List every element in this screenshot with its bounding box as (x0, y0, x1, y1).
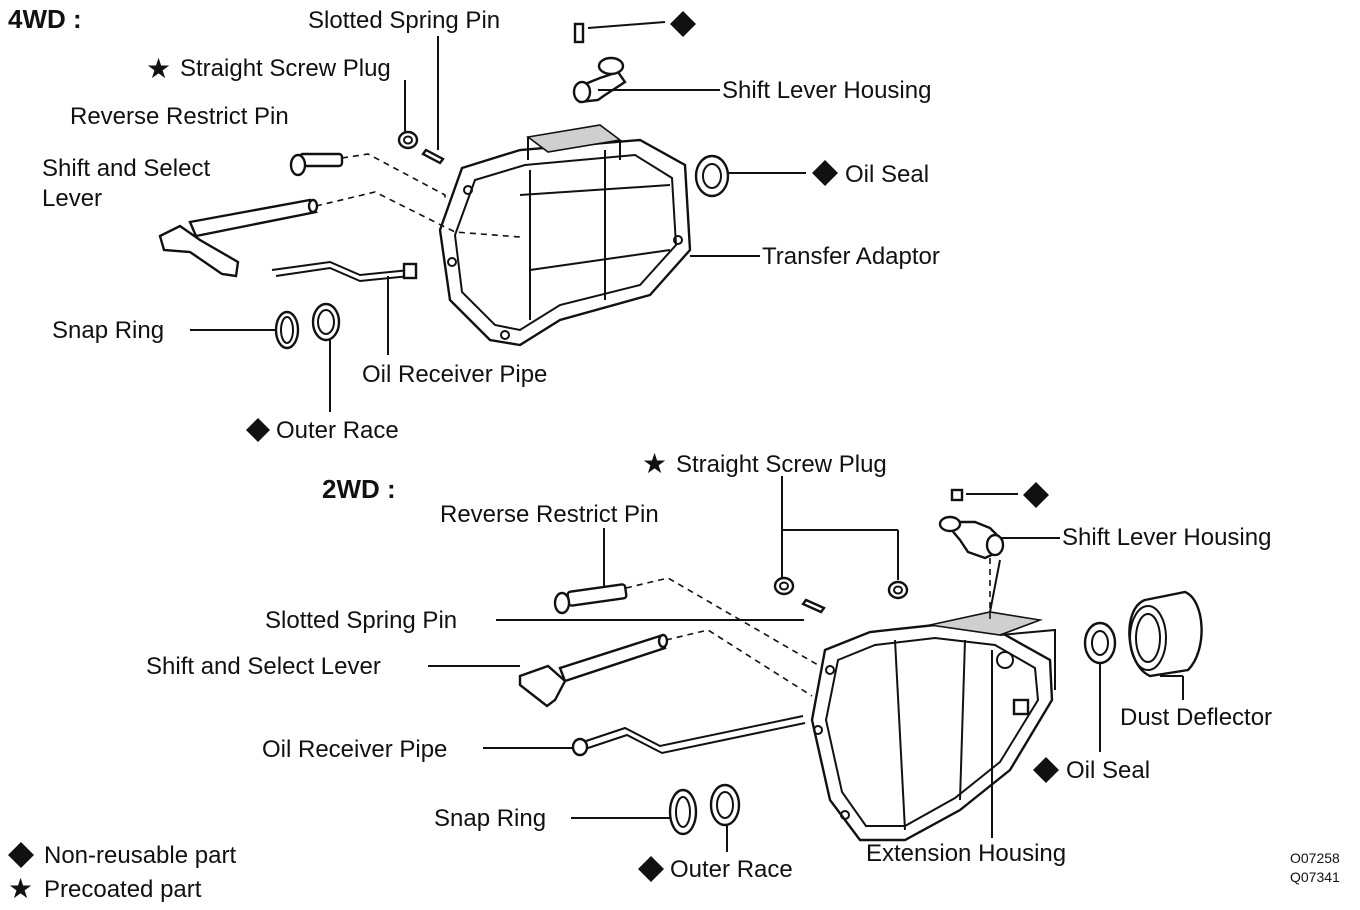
legend-non-reusable: Non-reusable part (44, 842, 236, 869)
label-4wd-shift-select-lever-line1: Shift and Select (42, 155, 210, 182)
label-2wd-shift-select-lever: Shift and Select Lever (146, 653, 381, 680)
label-2wd-dust-deflector: Dust Deflector (1120, 704, 1272, 731)
slotted-spring-pin-4wd-part (421, 148, 445, 165)
transfer-adaptor-part (438, 124, 692, 347)
nonreusable-diamond-2wd-oil-seal (1033, 757, 1059, 783)
figure-code-1: O07258 (1290, 850, 1340, 866)
label-4wd-snap-ring: Snap Ring (52, 317, 164, 344)
nonreusable-diamond-2wd-outer-race (638, 856, 664, 882)
dust-deflector-part (1128, 590, 1203, 678)
section-title-2wd: 2WD : (322, 474, 396, 504)
precoated-star-4wd: ★ (146, 52, 171, 85)
figure-code-2: Q07341 (1290, 869, 1340, 885)
label-4wd-oil-receiver-pipe: Oil Receiver Pipe (362, 361, 547, 388)
label-4wd-transfer-adaptor: Transfer Adaptor (762, 243, 940, 270)
label-4wd-shift-select-lever-line2: Lever (42, 185, 102, 212)
shift-lever-housing-2wd-part (938, 488, 1005, 560)
label-4wd-outer-race: Outer Race (276, 417, 399, 444)
section-title-4wd: 4WD : (8, 4, 82, 34)
label-4wd-slotted-spring-pin: Slotted Spring Pin (308, 7, 500, 34)
reverse-restrict-pin-2wd-part (553, 583, 628, 615)
straight-screw-plug-2wd-part (773, 576, 909, 600)
outer-race-4wd-part (311, 302, 341, 342)
precoated-star-2wd: ★ (642, 447, 667, 480)
leader-lines-2wd (428, 476, 1184, 852)
nonreusable-diamond-4wd-oil-seal (812, 160, 838, 186)
legend-precoated: Precoated part (44, 876, 202, 903)
shift-select-lever-2wd-part (518, 633, 669, 708)
label-4wd-oil-seal: Oil Seal (845, 161, 929, 188)
label-2wd-shift-lever-housing: Shift Lever Housing (1062, 524, 1271, 551)
oil-receiver-pipe-4wd-part (271, 260, 418, 283)
oil-seal-4wd-part (694, 154, 730, 198)
oil-receiver-pipe-2wd-part (571, 715, 806, 757)
shift-lever-housing-4wd-part (572, 22, 627, 104)
label-2wd-straight-screw-plug: Straight Screw Plug (676, 451, 887, 478)
label-2wd-snap-ring: Snap Ring (434, 805, 546, 832)
reverse-restrict-pin-4wd-part (289, 152, 344, 177)
label-2wd-oil-receiver-pipe: Oil Receiver Pipe (262, 736, 447, 763)
outer-race-2wd-part (709, 783, 741, 827)
label-2wd-slotted-spring-pin: Slotted Spring Pin (265, 607, 457, 634)
nonreusable-diamond-4wd-outer-race (246, 418, 270, 442)
label-4wd-shift-lever-housing: Shift Lever Housing (722, 77, 931, 104)
leader-lines-4wd (190, 21, 806, 412)
label-4wd-reverse-restrict-pin: Reverse Restrict Pin (70, 103, 289, 130)
oil-seal-2wd-part (1083, 621, 1117, 665)
legend: Non-reusable part ★ Precoated part (8, 842, 236, 905)
nonreusable-diamond-4wd-bolt (670, 11, 696, 37)
snap-ring-2wd-part (668, 788, 698, 836)
legend-diamond-icon (8, 842, 34, 868)
label-2wd-outer-race: Outer Race (670, 856, 793, 883)
extension-housing-part (810, 559, 1056, 842)
nonreusable-diamond-2wd-bolt (1023, 482, 1049, 508)
slotted-spring-pin-2wd-part (801, 598, 826, 614)
shift-select-lever-4wd-part (158, 198, 319, 278)
label-4wd-straight-screw-plug: Straight Screw Plug (180, 55, 391, 82)
label-2wd-extension-housing: Extension Housing (866, 840, 1066, 867)
label-2wd-oil-seal: Oil Seal (1066, 757, 1150, 784)
straight-screw-plug-4wd-part (397, 130, 419, 150)
snap-ring-4wd-part (274, 310, 300, 350)
label-2wd-reverse-restrict-pin: Reverse Restrict Pin (440, 501, 659, 528)
legend-star-icon: ★ (8, 872, 33, 905)
